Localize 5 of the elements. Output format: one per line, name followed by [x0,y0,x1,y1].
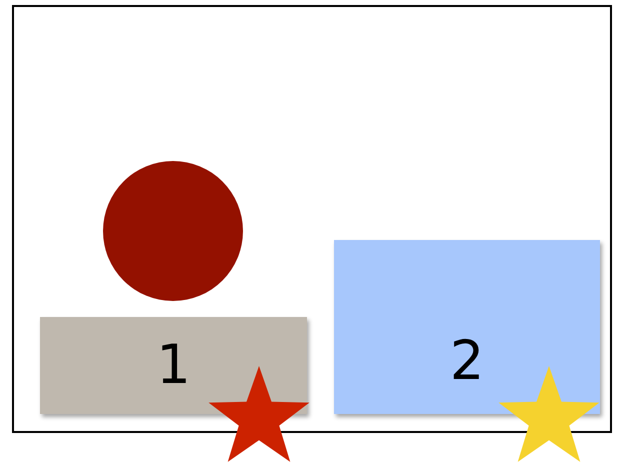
box-number: 2 [448,331,486,391]
process-box [334,240,600,414]
process-box [40,317,307,414]
box-number: 1 [155,335,192,395]
frame-box [12,5,612,433]
